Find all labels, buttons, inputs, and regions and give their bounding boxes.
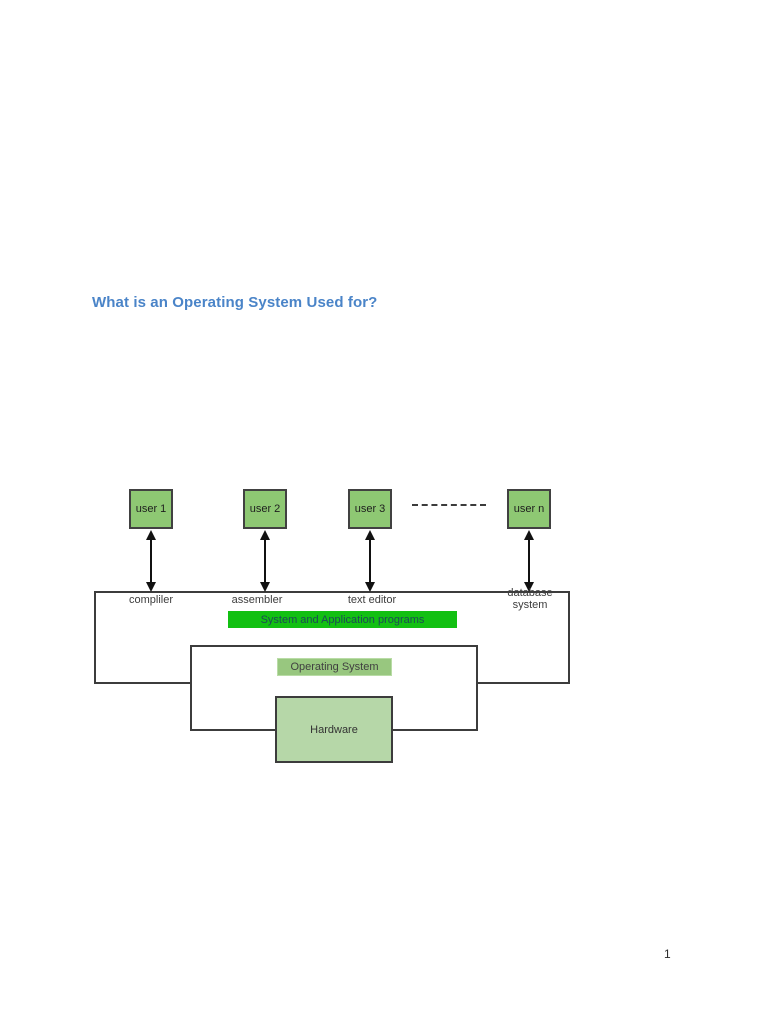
double-arrow-user2-icon — [258, 530, 272, 592]
compiler-label: compliler — [128, 594, 173, 606]
system-application-programs-bar: System and Application programs — [228, 611, 457, 628]
usern-box: user n — [507, 489, 551, 529]
page-number: 1 — [664, 947, 671, 961]
database-system-label: database system — [507, 587, 553, 611]
operating-system-box: Operating System — [277, 658, 392, 676]
assembler-label: assembler — [231, 594, 283, 606]
ellipsis-dashed-line — [412, 504, 486, 506]
user2-box: user 2 — [243, 489, 287, 529]
text-editor-label: text editor — [347, 594, 397, 606]
double-arrow-usern-icon — [522, 530, 536, 592]
page-title: What is an Operating System Used for? — [92, 294, 378, 311]
user3-box: user 3 — [348, 489, 392, 529]
double-arrow-user1-icon — [144, 530, 158, 592]
hardware-box: Hardware — [275, 696, 393, 763]
double-arrow-user3-icon — [363, 530, 377, 592]
user1-box: user 1 — [129, 489, 173, 529]
